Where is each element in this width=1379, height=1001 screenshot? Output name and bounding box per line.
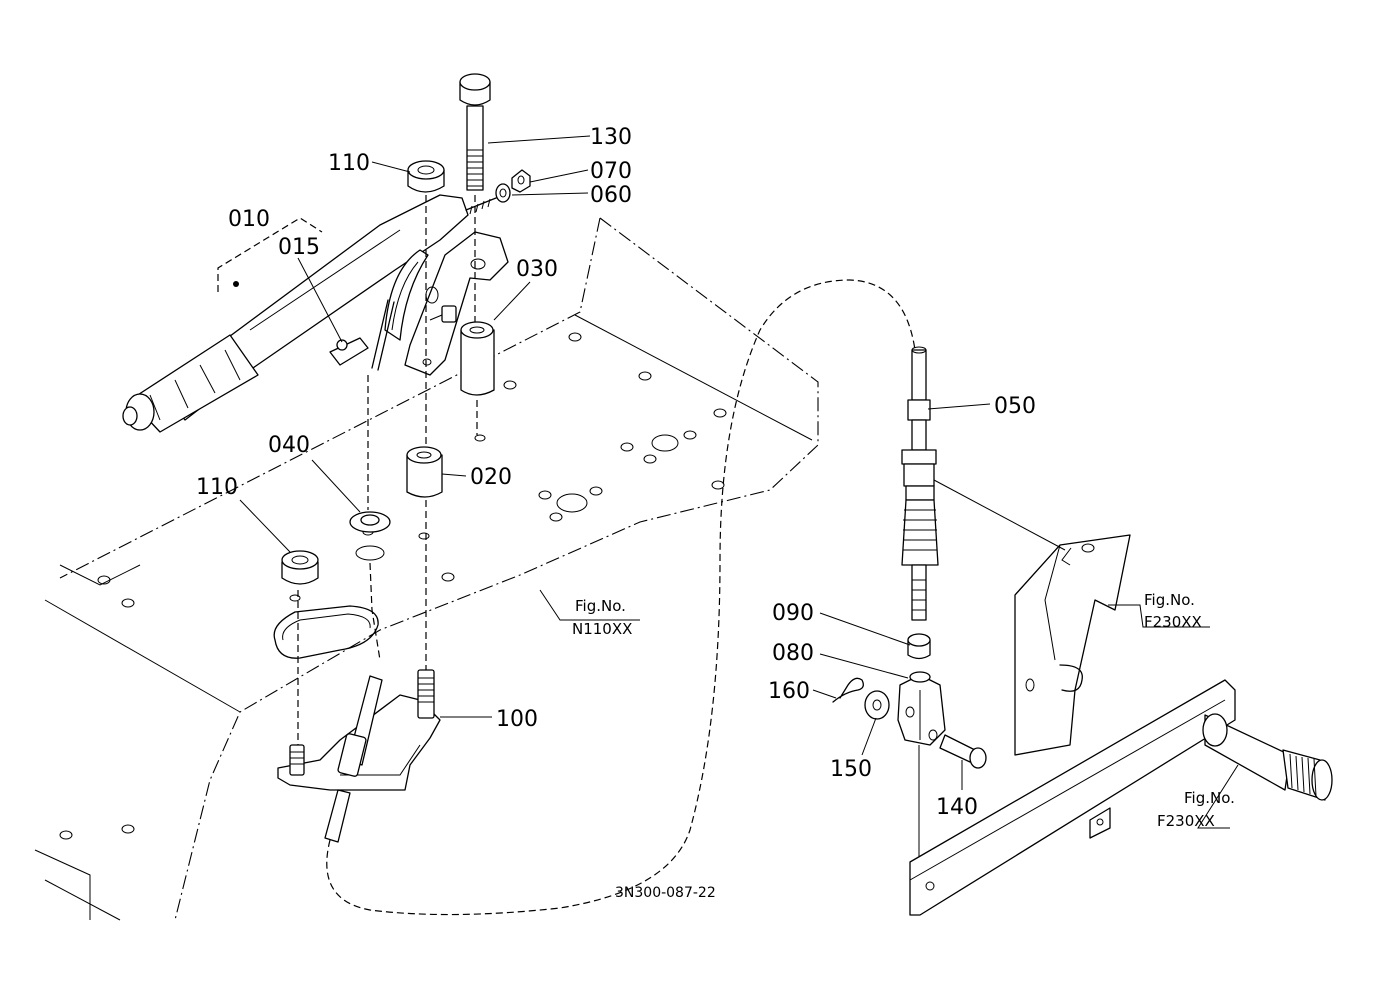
- grommet-040: [349, 375, 391, 661]
- figure-references: Fig.No. N110XX Fig.No. F230XX Fig.No. F2…: [572, 591, 1235, 830]
- collar-030: [460, 321, 495, 435]
- fig-ref-n110-line1: Fig.No.: [575, 597, 626, 615]
- flange-nut-upper: [407, 160, 445, 470]
- leader-lines: [239, 135, 1239, 829]
- fig-ref-f230-lower-line1: Fig.No.: [1184, 789, 1235, 807]
- callout-030: 030: [516, 257, 558, 282]
- drawing-code: 3N300-087-22: [615, 885, 716, 901]
- fig-ref-f230-upper-line1: Fig.No.: [1144, 591, 1195, 609]
- callout-080: 080: [772, 641, 814, 666]
- callout-labels: 130 110 070 060 010 015 030 050 040 020 …: [196, 125, 1036, 820]
- collar-020: [406, 446, 443, 670]
- callout-130: 130: [590, 125, 632, 150]
- callout-060: 060: [590, 183, 632, 208]
- floor-plate: [34, 217, 819, 921]
- callout-140: 140: [936, 795, 978, 820]
- callout-160: 160: [768, 679, 810, 704]
- callout-020: 020: [470, 465, 512, 490]
- right-bracket-plate: [1014, 534, 1131, 756]
- callout-010: 010: [228, 207, 270, 232]
- fig-ref-f230-upper-line2: F230XX: [1144, 613, 1202, 631]
- callout-110-upper: 110: [328, 151, 370, 176]
- callout-040: 040: [268, 433, 310, 458]
- flange-nut-lower: [281, 550, 319, 745]
- callout-070: 070: [590, 159, 632, 184]
- callout-110-lower: 110: [196, 475, 238, 500]
- callout-100: 100: [496, 707, 538, 732]
- bolt-130: [459, 73, 491, 330]
- callout-150: 150: [830, 757, 872, 782]
- pedal-shaft-bracket: [909, 679, 1333, 916]
- cable-bracket-100: [277, 669, 441, 843]
- callout-050: 050: [994, 394, 1036, 419]
- brake-lever-assembly: [122, 194, 509, 433]
- callout-090: 090: [772, 601, 814, 626]
- washer-nut-060-070: [495, 169, 531, 203]
- fig-ref-n110-line2: N110XX: [572, 620, 632, 638]
- callout-015: 015: [278, 235, 320, 260]
- brake-cable-050: [326, 279, 987, 916]
- fig-ref-f230-lower-line2: F230XX: [1157, 812, 1215, 830]
